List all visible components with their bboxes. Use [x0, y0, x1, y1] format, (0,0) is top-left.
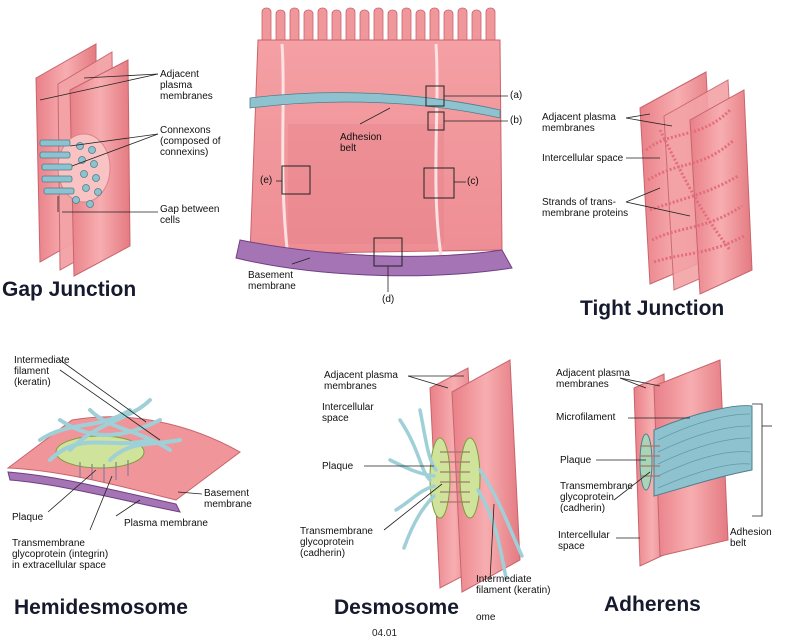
label-desmo-transmembrane: Transmembrane glycoprotein (cadherin) [300, 526, 373, 559]
label-gap-between-cells: Gap between cells [160, 204, 220, 226]
label-adherens-intercellular-space: Intercellular space [558, 530, 610, 552]
label-adherens-plaque: Plaque [560, 455, 592, 466]
label-hemi-plaque: Plaque [12, 512, 44, 523]
ref-b: (b) [510, 115, 523, 126]
hemidesmosome-diagram [6, 359, 241, 531]
label-adhesion-belt-center: Adhesion belt [340, 132, 382, 154]
ref-c: (c) [467, 176, 479, 187]
label-adherens-microfilament: Microfilament [556, 412, 616, 423]
ref-d: (d) [382, 294, 395, 305]
figure-number: 04.01 [372, 628, 398, 639]
cadherin-links [440, 451, 470, 503]
label-adherens-adhesion-belt: Adhesion belt [730, 527, 772, 549]
tight-junction-diagram [625, 71, 753, 295]
label-adherens-transmembrane: Transmembrane glycoprotein (cadherin) [560, 481, 633, 514]
gap-junction-diagram [35, 43, 159, 277]
label-hemi-transmembrane: Transmembrane glycoprotein (integrin) in… [12, 538, 109, 571]
integrin-stalks [79, 460, 129, 482]
ref-a: (a) [510, 90, 523, 101]
desmosome-diagram [364, 359, 524, 593]
ref-e: (e) [260, 175, 273, 186]
label-desmo-intercellular-space: Intercellular space [322, 402, 374, 424]
title-tight-junction: Tight Junction [580, 297, 725, 320]
label-desmo-fragment: ome [476, 612, 496, 623]
title-gap-junction: Gap Junction [2, 278, 137, 301]
epithelial-cells-diagram [235, 7, 513, 292]
label-desmo-adjacent-membranes: Adjacent plasma membranes [324, 370, 398, 392]
label-tight-intercellular-space: Intercellular space [542, 153, 624, 164]
label-basement-membrane-center: Basement membrane [248, 270, 296, 292]
title-hemidesmosome: Hemidesmosome [14, 596, 188, 619]
label-tight-strands: Strands of trans- membrane proteins [542, 197, 629, 219]
microfilament-lines [657, 413, 751, 489]
label-hemi-intermediate-filament: Intermediate filament (keratin) [14, 355, 70, 388]
title-desmosome: Desmosome [334, 596, 459, 619]
keratin-filaments [38, 398, 182, 462]
label-desmo-intermediate-filament: Intermediate filament (keratin) [476, 574, 551, 596]
label-gap-adjacent-membranes: Adjacent plasma membranes [160, 69, 213, 102]
label-tight-adjacent-membranes: Adjacent plasma membranes [542, 112, 616, 134]
label-connexons: Connexons (composed of connexins) [160, 125, 221, 158]
label-desmo-plaque: Plaque [322, 461, 354, 472]
transmembrane-strands [645, 108, 745, 264]
label-adherens-adjacent-membranes: Adjacent plasma membranes [556, 368, 630, 390]
connexon-channels [39, 139, 102, 208]
title-adherens: Adherens [604, 593, 701, 616]
desmosome-keratin-filaments [388, 408, 524, 580]
adherens-diagram [596, 359, 772, 567]
label-hemi-basement-membrane: Basement membrane [204, 488, 252, 510]
label-hemi-plasma-membrane: Plasma membrane [124, 518, 208, 529]
